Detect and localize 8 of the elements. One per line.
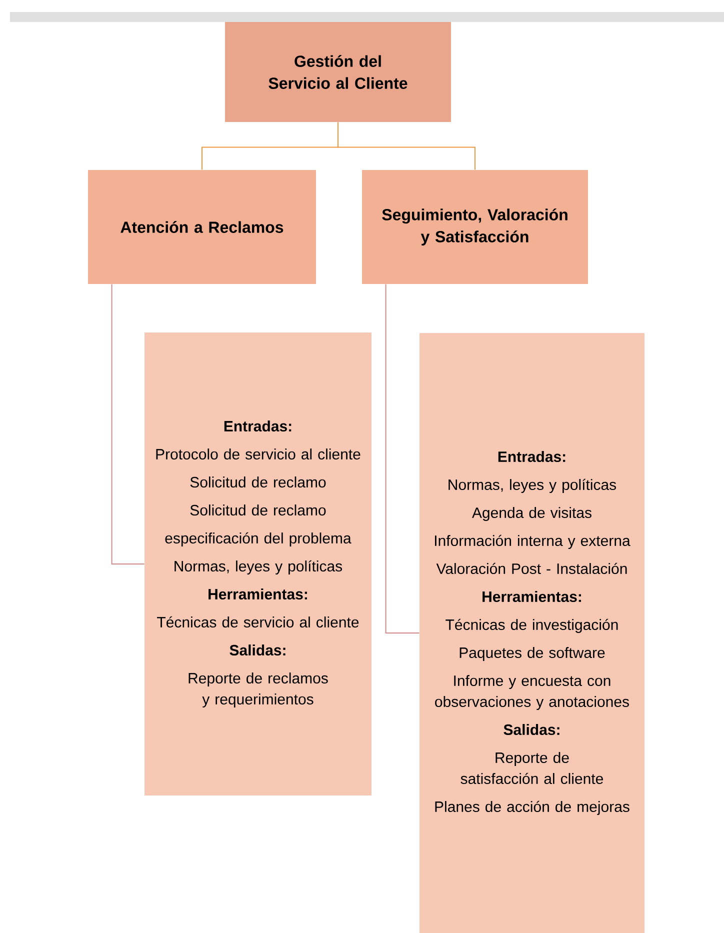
connector-line [385,284,420,634]
process-box: Entradas: Protocolo de servicio al cliente Solicitud de reclamo Solicitud de reclamo especificación del problema Normas, leyes y políticas Herramientas: Técnicas de servicio al cliente Salidas: Reporte de reclamos y requerimientos [144,332,372,796]
connector-line [338,122,476,170]
process-box: Entradas: Normas, leyes y políticas Agenda de visitas Información interna y externa Valoración Post - Instalación Herramientas: Técnicas de investigación Paquetes de software Informe y encuesta con observaciones y anotaciones Salidas: Reporte de satisfacción al cliente Planes de acción de mejoras [420,333,644,933]
connector-line [111,284,145,564]
process-box: Gestión del Servicio al Cliente [225,22,451,122]
process-box: Seguimiento, Valoración y Satisfacción [362,170,588,284]
process-box: Atención a Reclamos [88,170,316,284]
